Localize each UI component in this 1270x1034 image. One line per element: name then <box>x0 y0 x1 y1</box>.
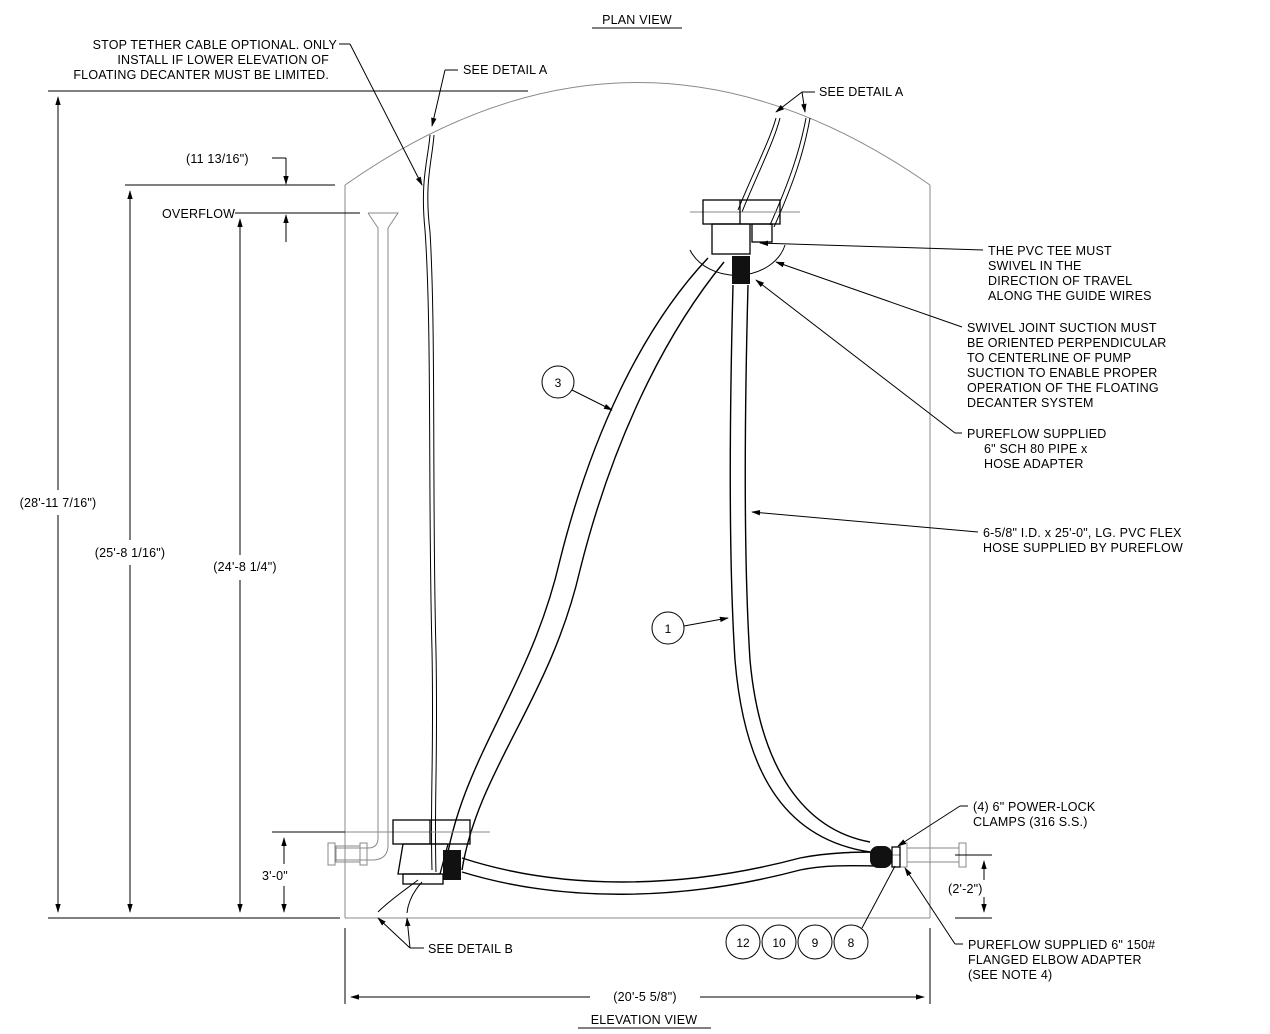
dimension-28: (28'-11 7/16") <box>20 90 528 919</box>
svg-text:DIRECTION OF TRAVEL: DIRECTION OF TRAVEL <box>988 274 1132 288</box>
svg-text:INSTALL IF LOWER ELEVATION OF: INSTALL IF LOWER ELEVATION OF <box>117 53 329 67</box>
svg-text:(SEE NOTE 4): (SEE NOTE 4) <box>968 968 1052 982</box>
dimension-24: (24'-8 1/4") <box>213 212 360 913</box>
balloon-10: 10 <box>761 924 797 960</box>
dimension-11: (11 13/16") <box>186 152 289 242</box>
svg-text:SWIVEL JOINT SUCTION MUST: SWIVEL JOINT SUCTION MUST <box>967 321 1157 335</box>
svg-text:SEE DETAIL B: SEE DETAIL B <box>428 942 513 956</box>
balloon-8: 8 <box>833 924 869 960</box>
svg-text:(20'-5 5/8"): (20'-5 5/8") <box>613 990 676 1004</box>
svg-text:6-5/8" I.D. x 25'-0", LG. PVC: 6-5/8" I.D. x 25'-0", LG. PVC FLEX <box>983 526 1182 540</box>
svg-text:(2'-2"): (2'-2") <box>948 882 983 896</box>
svg-text:(25'-8 1/16"): (25'-8 1/16") <box>95 546 166 560</box>
svg-text:(4) 6" POWER-LOCK: (4) 6" POWER-LOCK <box>973 800 1096 814</box>
balloon-12: 12 <box>725 924 761 960</box>
svg-text:ELEVATION VIEW: ELEVATION VIEW <box>591 1013 698 1027</box>
balloon-9: 9 <box>797 924 833 960</box>
balloon-1: 1 <box>651 611 729 645</box>
svg-text:3'-0": 3'-0" <box>262 869 288 883</box>
svg-text:HOSE ADAPTER: HOSE ADAPTER <box>984 457 1084 471</box>
power-lock-note: (4) 6" POWER-LOCK CLAMPS (316 S.S.) <box>897 800 1096 847</box>
svg-text:SEE DETAIL A: SEE DETAIL A <box>463 63 548 77</box>
outlet-clamp <box>870 846 901 868</box>
pvc-tee-note: THE PVC TEE MUST SWIVEL IN THE DIRECTION… <box>759 240 1152 303</box>
stop-tether-note: STOP TETHER CABLE OPTIONAL. ONLY INSTALL… <box>73 38 423 186</box>
svg-text:12: 12 <box>736 936 750 950</box>
svg-text:6" SCH 80 PIPE x: 6" SCH 80 PIPE x <box>984 442 1088 456</box>
svg-text:PUREFLOW SUPPLIED 6" 150#: PUREFLOW SUPPLIED 6" 150# <box>968 938 1155 952</box>
svg-text:DECANTER SYSTEM: DECANTER SYSTEM <box>967 396 1094 410</box>
svg-text:ALONG THE GUIDE WIRES: ALONG THE GUIDE WIRES <box>988 289 1152 303</box>
tether-cables <box>377 117 811 914</box>
svg-text:1: 1 <box>665 622 672 636</box>
svg-text:(24'-8 1/4"): (24'-8 1/4") <box>213 560 276 574</box>
dimension-2: (2'-2") <box>948 854 992 919</box>
plan-view-title: PLAN VIEW <box>592 13 682 29</box>
svg-text:FLANGED ELBOW ADAPTER: FLANGED ELBOW ADAPTER <box>968 953 1142 967</box>
balloon-8-leader <box>861 865 896 929</box>
svg-text:SUCTION TO ENABLE PROPER: SUCTION TO ENABLE PROPER <box>967 366 1158 380</box>
svg-text:TO CENTERLINE OF PUMP: TO CENTERLINE OF PUMP <box>967 351 1131 365</box>
dimension-3: 3'-0" <box>262 831 345 913</box>
swivel-joint-note: SWIVEL JOINT SUCTION MUST BE ORIENTED PE… <box>775 261 1166 410</box>
svg-text:3: 3 <box>555 376 562 390</box>
svg-text:THE PVC TEE MUST: THE PVC TEE MUST <box>988 244 1112 258</box>
see-detail-b: SEE DETAIL B <box>377 917 513 956</box>
flex-hose-vertical <box>729 284 871 853</box>
svg-text:9: 9 <box>812 936 819 950</box>
svg-text:PUREFLOW SUPPLIED: PUREFLOW SUPPLIED <box>967 427 1107 441</box>
svg-text:BE ORIENTED PERPENDICULAR: BE ORIENTED PERPENDICULAR <box>967 336 1166 350</box>
svg-text:OPERATION OF THE FLOATING: OPERATION OF THE FLOATING <box>967 381 1159 395</box>
svg-text:(11 13/16"): (11 13/16") <box>186 152 249 166</box>
tank-outline <box>344 82 931 919</box>
svg-text:CLAMPS (316 S.S.): CLAMPS (316 S.S.) <box>973 815 1088 829</box>
see-detail-a-left: SEE DETAIL A <box>431 63 548 127</box>
svg-text:8: 8 <box>848 936 855 950</box>
lower-decanter <box>345 819 490 885</box>
svg-text:SEE DETAIL A: SEE DETAIL A <box>819 85 904 99</box>
dimension-25: (25'-8 1/16") <box>95 184 335 913</box>
svg-text:HOSE SUPPLIED BY PUREFLOW: HOSE SUPPLIED BY PUREFLOW <box>983 541 1183 555</box>
svg-text:PLAN VIEW: PLAN VIEW <box>602 13 672 27</box>
overflow-label: OVERFLOW <box>162 207 235 221</box>
balloon-3: 3 <box>541 365 613 411</box>
svg-text:FLOATING DECANTER MUST BE LIMI: FLOATING DECANTER MUST BE LIMITED. <box>73 68 329 82</box>
flex-hose-note: 6-5/8" I.D. x 25'-0", LG. PVC FLEX HOSE … <box>751 510 1183 555</box>
upper-decanter <box>689 199 800 284</box>
svg-text:SWIVEL IN THE: SWIVEL IN THE <box>988 259 1082 273</box>
elevation-view-title: ELEVATION VIEW <box>578 1013 711 1029</box>
flex-hose-long <box>444 257 881 895</box>
svg-text:10: 10 <box>772 936 786 950</box>
dimension-20: (20'-5 5/8") <box>344 928 931 1004</box>
see-detail-a-right: SEE DETAIL A <box>775 85 904 113</box>
svg-text:STOP TETHER CABLE OPTIONAL. ON: STOP TETHER CABLE OPTIONAL. ONLY <box>93 38 338 52</box>
overflow-pipe <box>327 212 399 866</box>
flanged-elbow-note: PUREFLOW SUPPLIED 6" 150# FLANGED ELBOW … <box>904 867 1155 982</box>
pureflow-pipe-note: PUREFLOW SUPPLIED 6" SCH 80 PIPE x HOSE … <box>755 279 1107 471</box>
svg-text:(28'-11 7/16"): (28'-11 7/16") <box>20 496 97 510</box>
